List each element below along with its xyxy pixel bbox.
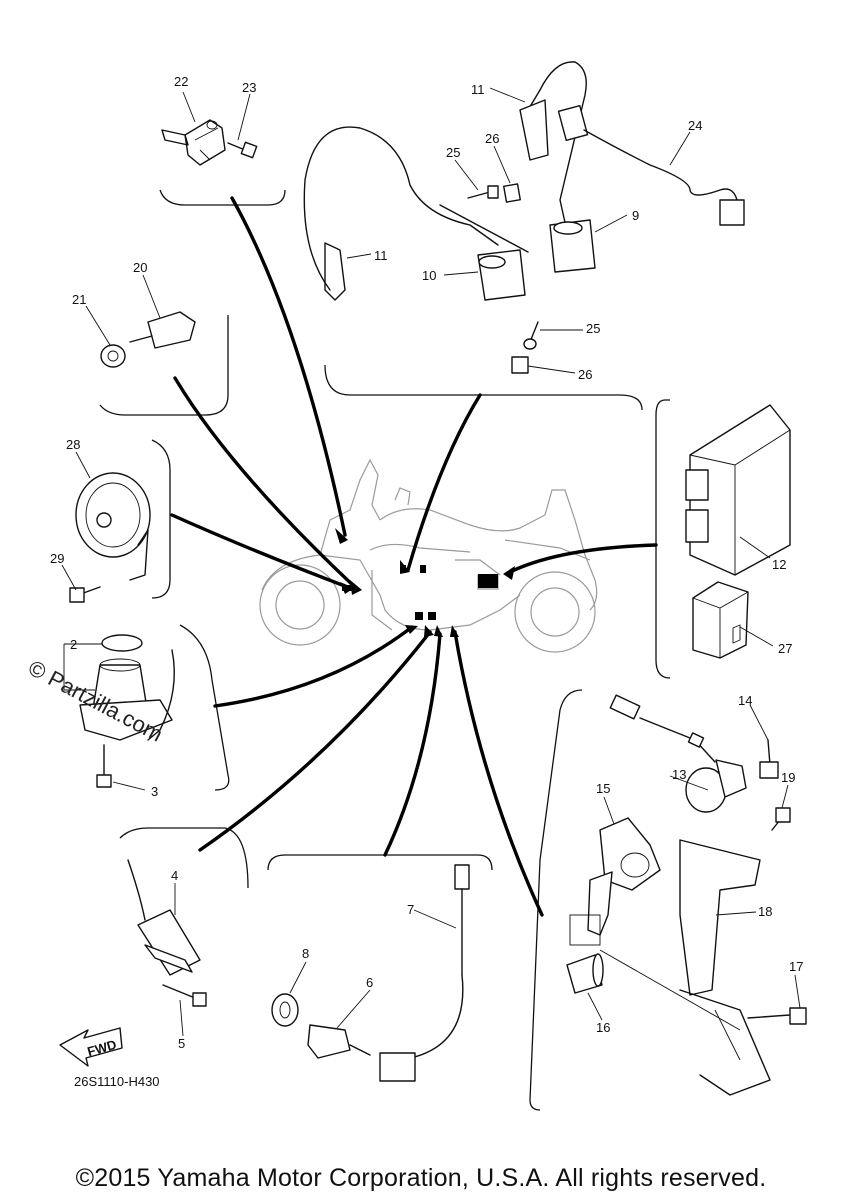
label-15: 15	[596, 781, 610, 796]
part-3-screw	[96, 744, 112, 788]
part-7-lead	[379, 864, 470, 1082]
part-22-crank-sensor	[161, 119, 226, 166]
part-23-bolt	[227, 141, 258, 159]
label-21: 21	[72, 292, 86, 307]
group-brackets	[99, 189, 671, 1111]
label-16: 16	[596, 1020, 610, 1035]
part-29-bolt	[69, 586, 101, 603]
part-25-bolt-lower	[523, 321, 539, 350]
label-8: 8	[302, 946, 309, 961]
label-7: 7	[407, 902, 414, 917]
label-6: 6	[366, 975, 373, 990]
label-12: 12	[772, 557, 786, 572]
part-6-oil-pressure-switch	[307, 1024, 371, 1059]
label-25-upper: 25	[446, 145, 460, 160]
label-24: 24	[688, 118, 702, 133]
fwd-arrow-icon: FWD	[59, 1027, 123, 1067]
motorcycle-outline	[259, 458, 598, 653]
label-20: 20	[133, 260, 147, 275]
part-24-sub-wire-harness	[557, 104, 745, 226]
label-18: 18	[758, 904, 772, 919]
label-4: 4	[171, 868, 178, 883]
part-11-spark-plug-lead-left	[303, 126, 499, 301]
part-13-speed-sensor	[609, 694, 747, 813]
label-14: 14	[738, 693, 752, 708]
part-11-spark-plug-lead-right	[519, 61, 587, 246]
part-4-sensor	[127, 859, 201, 976]
label-26-lower: 26	[578, 367, 592, 382]
diagram-code: 26S1110-H430	[74, 1074, 160, 1089]
label-10: 10	[422, 268, 436, 283]
part-25-bolt-upper	[467, 185, 499, 199]
part-8-gasket	[271, 993, 299, 1027]
part-15-sidestand-switch	[587, 817, 661, 936]
label-29: 29	[50, 551, 64, 566]
part-14-bolt	[759, 739, 779, 779]
part-19-bolt	[771, 807, 791, 831]
part-28-horn	[75, 472, 151, 581]
part-5-bolt	[162, 984, 207, 1007]
part-12-engine-control-unit	[685, 404, 791, 576]
part-21-gasket	[100, 344, 126, 368]
label-26-upper: 26	[485, 131, 499, 146]
part-17-bolt	[747, 1007, 807, 1025]
part-20-thermo-sensor	[129, 311, 196, 349]
part-gear-position-sensor	[79, 649, 175, 741]
part-18-bracket	[679, 839, 771, 1096]
label-5: 5	[178, 1036, 185, 1051]
label-2: 2	[70, 637, 77, 652]
label-28: 28	[66, 437, 80, 452]
part-9-ignition-coil	[549, 219, 596, 273]
label-13: 13	[672, 767, 686, 782]
label-23: 23	[242, 80, 256, 95]
part-26-nut-upper	[503, 183, 521, 203]
copyright-text: ©2015 Yamaha Motor Corporation, U.S.A. A…	[75, 1164, 767, 1192]
part-27-relay	[692, 581, 749, 659]
label-3: 3	[151, 784, 158, 799]
leader-lines	[61, 87, 801, 1037]
label-9: 9	[632, 208, 639, 223]
part-10-ignition-coil	[439, 204, 529, 301]
part-2-o-ring	[101, 634, 143, 652]
part-labels: 22 23 11 24 25 26 11 9 10 25 26 20 21 28…	[50, 74, 803, 1089]
label-19: 19	[781, 770, 795, 785]
label-22: 22	[174, 74, 188, 89]
label-11-upper: 11	[471, 82, 485, 97]
label-27: 27	[778, 641, 792, 656]
label-11-left: 11	[374, 248, 388, 263]
label-17: 17	[789, 959, 803, 974]
label-25-lower: 25	[586, 321, 600, 336]
part-26-nut-lower	[511, 356, 529, 374]
callout-lines	[170, 196, 658, 917]
part-16-collar	[566, 953, 604, 994]
